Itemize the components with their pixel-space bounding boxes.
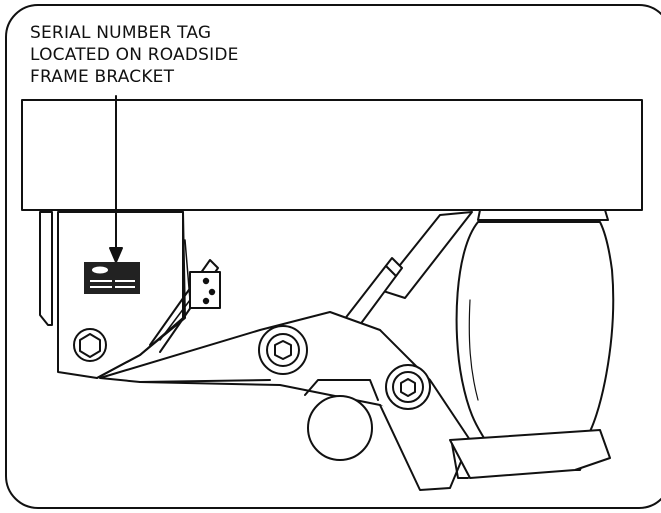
pivot-bushing-front: [258, 325, 308, 375]
frame-beam: [21, 99, 643, 211]
callout-line-2: LOCATED ON ROADSIDE: [30, 45, 239, 65]
serial-number-tag: [84, 262, 140, 294]
diagram-border: [5, 4, 661, 509]
callout-label: SERIAL NUMBER TAG LOCATED ON ROADSIDE FR…: [30, 22, 239, 88]
callout-line-1: SERIAL NUMBER TAG: [30, 23, 212, 43]
bracket-bolt: [73, 328, 107, 362]
lower-mount: [449, 429, 611, 479]
axle: [304, 379, 379, 461]
callout-arrow: [109, 95, 123, 263]
pivot-bushing-rear: [385, 364, 431, 410]
trailing-arm: [99, 311, 471, 491]
callout-line-3: FRAME BRACKET: [30, 67, 175, 87]
mounting-plate: [189, 271, 221, 309]
